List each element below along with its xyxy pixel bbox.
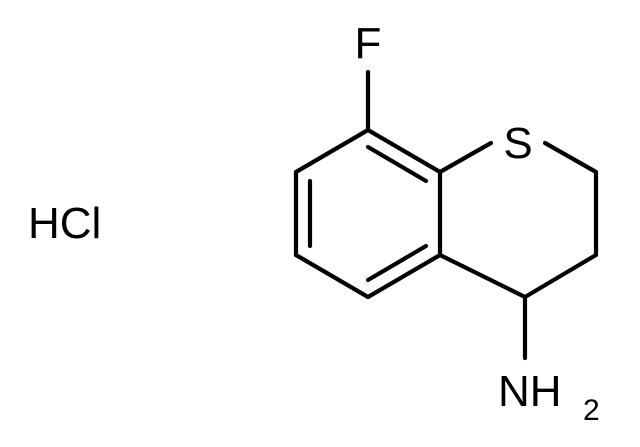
bond-c4a-c5 (365, 252, 443, 300)
sulfur-label: S (503, 119, 532, 168)
amine-label: NH (498, 367, 562, 416)
bond-c7-c8 (293, 127, 371, 175)
salt-label: HCl (28, 199, 101, 248)
bond-c8-c8a (365, 127, 443, 175)
double-bond-c4a-c5 (365, 243, 429, 283)
bond-c5-c6 (293, 252, 371, 300)
bond-c3-c4 (522, 252, 599, 300)
double-bond-c8-c8a (365, 144, 429, 184)
fluorine-label: F (355, 19, 382, 68)
amine-subscript: 2 (583, 394, 600, 427)
bond-c4-c4a (437, 252, 528, 300)
bond-s-c2 (542, 140, 599, 175)
bond-c8a-s (437, 140, 494, 175)
